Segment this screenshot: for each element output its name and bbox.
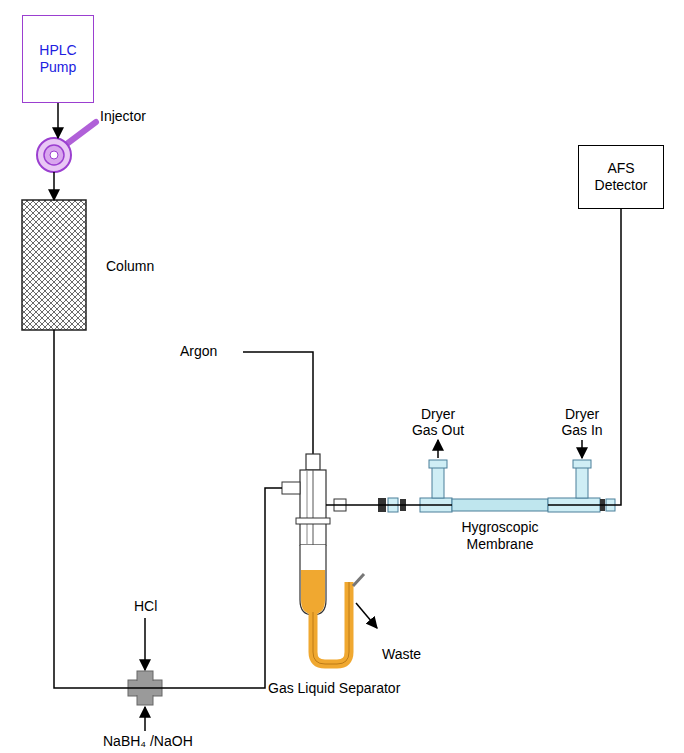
box-label: HPLC Pump (23, 42, 93, 76)
injector-valve (37, 122, 96, 172)
dryer-gas-label: Dryer Gas Out (408, 406, 468, 438)
injector: Injector (37, 138, 71, 172)
dryer-fittings (334, 440, 615, 512)
borohydride-feed (144, 707, 146, 731)
tubing-connector (53, 172, 55, 200)
separator-vessel (282, 454, 377, 664)
box-label: AFS Detector (579, 160, 663, 194)
detector-box: AFS Detector (578, 145, 664, 209)
tubing-connector (54, 330, 282, 688)
hygroscopic-membrane: Hygroscopic Membrane (452, 497, 548, 513)
pump-box: HPLC Pump (22, 15, 94, 103)
part-label: Column (106, 258, 154, 275)
column-body (22, 200, 86, 330)
part-label: Injector (100, 108, 146, 125)
gas-label: Argon (180, 343, 217, 359)
column: Column (22, 200, 86, 330)
waste-label: Waste (382, 646, 421, 662)
reagent-label: HCl (134, 598, 157, 614)
part-label: Gas Liquid Separator (268, 680, 400, 697)
reagent-label: NaBH₄ /NaOH (103, 733, 193, 749)
tubing-connector (548, 209, 621, 505)
dryer-gas-label: Dryer Gas In (552, 406, 612, 438)
hcl-feed (144, 618, 146, 670)
tubing-connector (326, 504, 452, 506)
argon-line (243, 352, 313, 456)
gas-liquid-separator: Gas Liquid Separator (296, 462, 330, 668)
part-label: Hygroscopic Membrane (452, 519, 548, 553)
tubing-connector (57, 103, 59, 138)
